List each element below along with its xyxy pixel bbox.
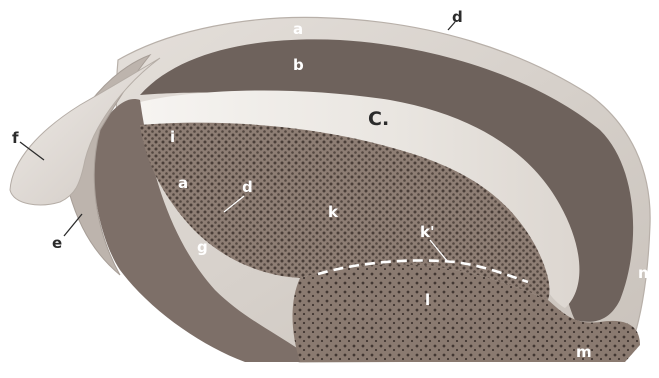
label-a-top: a: [293, 20, 303, 38]
label-d-inner: d: [242, 178, 253, 196]
label-i: i: [170, 128, 175, 146]
pointer-e: [64, 214, 82, 236]
label-n: n: [638, 264, 649, 282]
label-f: f: [12, 129, 19, 147]
label-b: b: [293, 56, 304, 74]
label-a-left: a: [178, 174, 188, 192]
label-c: C.: [368, 108, 389, 130]
label-d-outer: d: [452, 8, 463, 26]
label-l: l: [425, 291, 430, 309]
label-e: e: [52, 234, 62, 252]
label-k-prime: k': [420, 223, 435, 241]
label-g: g: [197, 238, 208, 256]
label-m: m: [576, 343, 592, 361]
label-k: k: [328, 203, 339, 221]
